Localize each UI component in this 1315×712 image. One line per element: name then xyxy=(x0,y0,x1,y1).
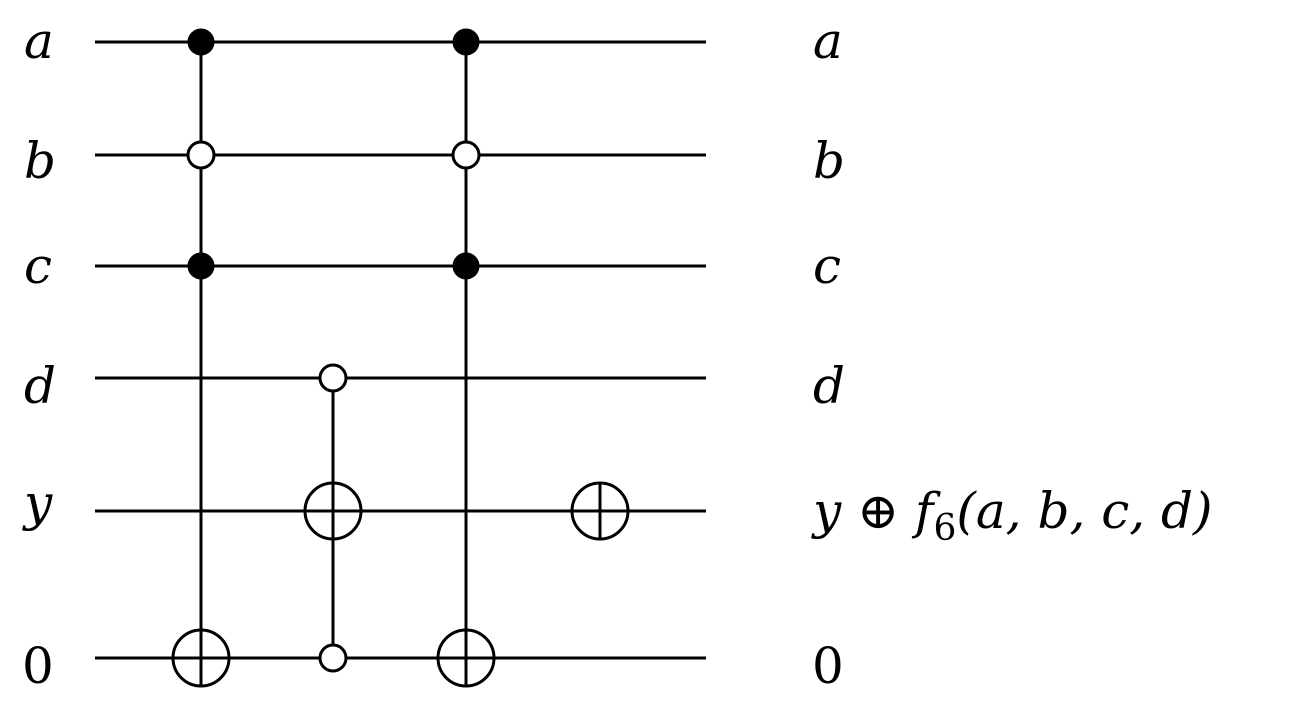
output-label-c: c xyxy=(813,237,841,295)
gates xyxy=(171,28,630,688)
wires xyxy=(95,40,706,660)
target-xor-symbol xyxy=(570,481,630,541)
output-labels: a b c d y ⊕ f6(a, b, c, d) 0 xyxy=(811,12,1213,695)
input-label-d: d xyxy=(24,357,56,415)
input-labels: a b c d y 0 xyxy=(22,12,56,695)
output-label-d: d xyxy=(813,357,845,415)
input-label-ancilla: 0 xyxy=(22,637,54,695)
output-f-arguments: (a, b, c, d) xyxy=(956,482,1212,540)
output-label-a: a xyxy=(813,12,843,70)
input-label-b: b xyxy=(24,132,56,190)
control-dot-open xyxy=(318,363,348,393)
control-dot-open xyxy=(451,140,481,170)
control-lines xyxy=(199,42,468,658)
control-dot-filled xyxy=(452,28,480,56)
target-xor-symbol xyxy=(171,628,231,688)
target-xor-symbol xyxy=(303,481,363,541)
target-xor-symbol xyxy=(436,628,496,688)
input-label-c: c xyxy=(24,237,52,295)
control-dot-filled xyxy=(452,252,480,280)
input-label-a: a xyxy=(24,12,54,70)
output-f-subscript: 6 xyxy=(933,508,956,549)
control-dot-open xyxy=(318,643,348,673)
output-y-xor-f: y ⊕ f xyxy=(811,482,941,540)
input-label-y: y xyxy=(22,474,53,532)
output-label-b: b xyxy=(813,132,845,190)
output-label-y-function: y ⊕ f6(a, b, c, d) xyxy=(811,482,1213,549)
control-dot-filled xyxy=(187,252,215,280)
output-label-ancilla: 0 xyxy=(812,637,844,695)
control-dot-open xyxy=(186,140,216,170)
control-dot-filled xyxy=(187,28,215,56)
